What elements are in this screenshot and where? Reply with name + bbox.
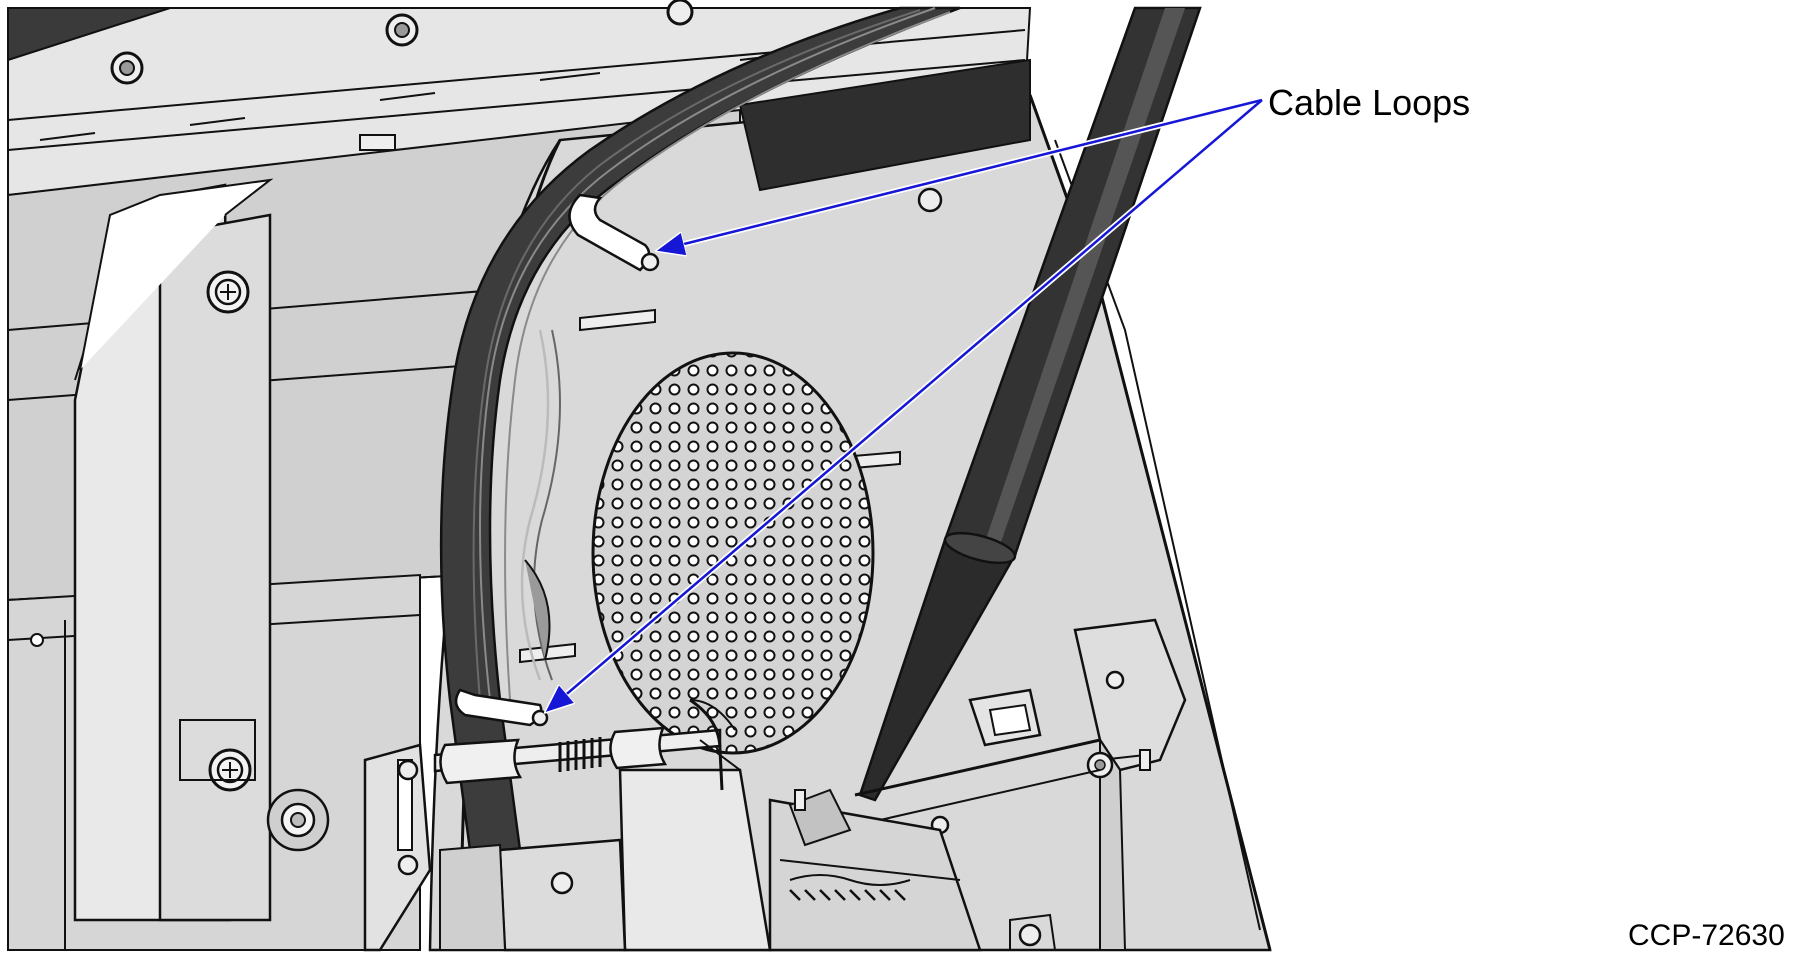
hinge-mechanism — [363, 698, 1057, 952]
grommet — [266, 788, 330, 852]
callout-label: Cable Loops — [1268, 82, 1470, 123]
lid-dark-bar — [738, 58, 1031, 192]
right-mount-bracket — [854, 618, 1187, 951]
callout-arrows — [548, 97, 1264, 710]
left-mount-bracket — [73, 178, 274, 922]
arrow-to-lower-loop — [548, 99, 1263, 710]
bracket-screw-bottom — [208, 748, 252, 792]
top-nuts — [110, 0, 974, 213]
spring — [558, 737, 602, 772]
cable-loop-upper — [568, 193, 660, 272]
figure-id: CCP-72630 — [1628, 919, 1785, 952]
bracket-screw-top — [206, 270, 250, 314]
arrow-to-upper-loop — [660, 98, 1263, 250]
cable-loop-lower — [454, 688, 549, 727]
edge-screw — [30, 633, 44, 647]
top-lid-edge — [7, 7, 171, 62]
gas-strut — [858, 6, 1202, 802]
